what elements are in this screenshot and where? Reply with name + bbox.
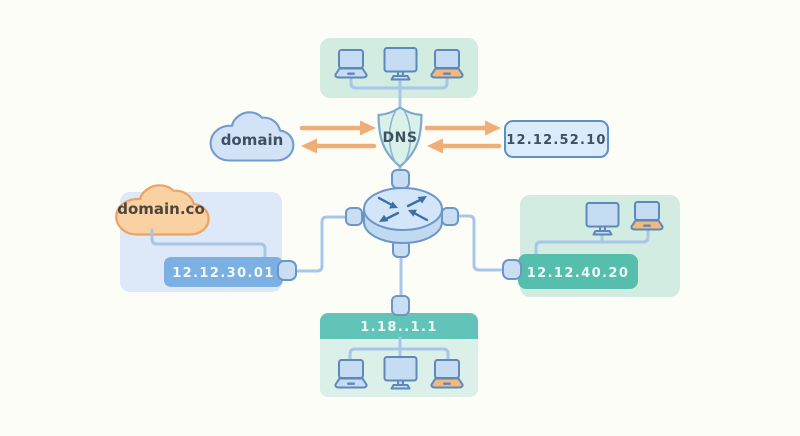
query-cloud-label: domain: [221, 131, 284, 149]
monitor-icon: [383, 47, 418, 81]
port-icon: [345, 207, 363, 226]
port-icon: [441, 207, 459, 226]
resolved-ip-label: 12.12.52.10: [506, 133, 606, 148]
router-icon: [363, 187, 443, 244]
arrow-ip-to-dns-icon: [427, 138, 502, 154]
local-domain-label: domain.co: [117, 200, 205, 218]
laptop-icon: [334, 49, 368, 79]
left-ip-box: [164, 257, 283, 287]
laptop-icon: [334, 359, 368, 389]
laptop-icon: [430, 49, 464, 79]
monitor-icon: [585, 202, 620, 236]
cloud-icon: [209, 111, 295, 162]
link-cloud-to-ip: [150, 228, 267, 261]
arrow-dns-to-domain-icon: [301, 138, 377, 154]
resolved-ip-box: [504, 120, 609, 158]
right-ip-box: [518, 254, 638, 289]
laptop-icon: [630, 201, 664, 231]
right-ip-label: 12.12.40.20: [527, 266, 630, 281]
port-icon: [391, 169, 410, 189]
bracket-bottom-network: [348, 336, 450, 363]
left-ip-label: 12.12.30.01: [172, 266, 275, 281]
bottom-network-header: [320, 313, 478, 339]
arrow-dns-to-ip-icon: [424, 120, 501, 136]
port-icon: [502, 259, 522, 280]
arrow-domain-to-dns-icon: [299, 120, 376, 136]
port-icon: [277, 260, 297, 281]
dns-shield-icon: [377, 106, 423, 168]
link-router-right-network: [454, 214, 509, 272]
link-router-left-network: [292, 215, 352, 273]
cloud-icon: [115, 184, 210, 236]
monitor-icon: [383, 356, 418, 390]
laptop-icon: [430, 359, 464, 389]
dns-label: DNS: [383, 130, 418, 146]
bottom-ip-label: 1.18..1.1: [360, 320, 438, 335]
port-icon: [391, 295, 410, 316]
